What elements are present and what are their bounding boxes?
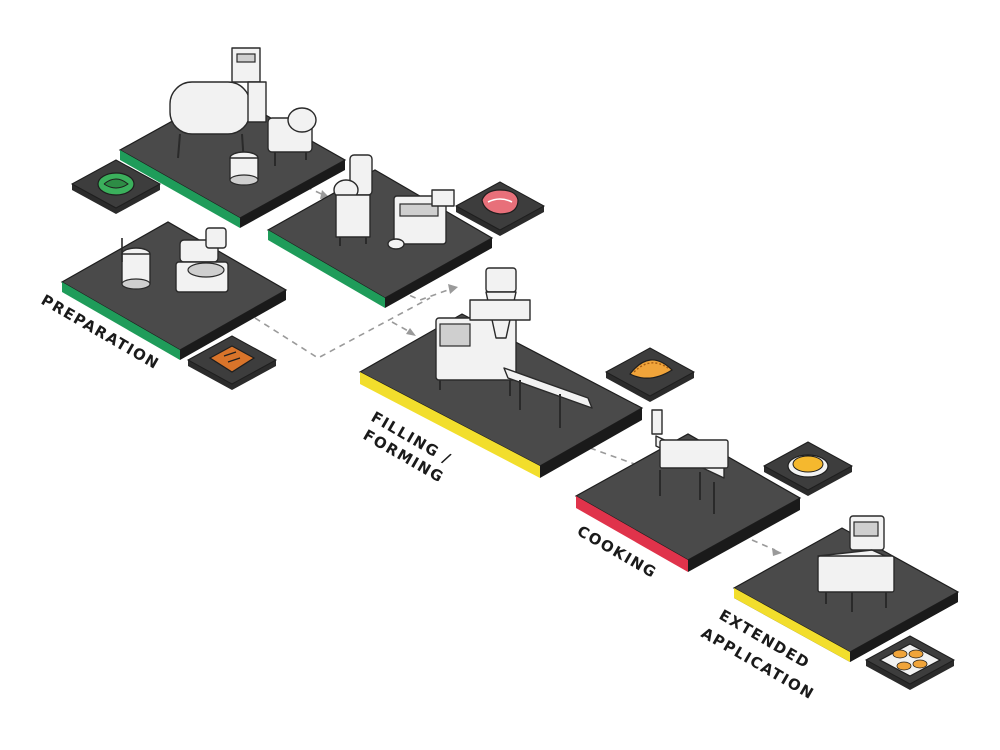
lettuce-icon bbox=[97, 172, 135, 196]
fryer-machine bbox=[651, 409, 729, 514]
pastry-tray-tile bbox=[864, 635, 956, 690]
empanada-tile bbox=[604, 347, 696, 402]
lettuce-tile bbox=[70, 159, 162, 214]
meat-mixer bbox=[387, 189, 455, 250]
platform-cooking bbox=[574, 409, 802, 572]
packaging-machine bbox=[817, 515, 895, 612]
flow-arrow-head bbox=[406, 328, 416, 336]
spiral-mixer bbox=[175, 227, 229, 293]
meat-tile bbox=[454, 181, 546, 236]
bowl-cutter bbox=[229, 151, 259, 186]
meat-grinder bbox=[333, 154, 373, 246]
platform-extended-application bbox=[732, 515, 960, 662]
platform-filling-forming bbox=[358, 267, 644, 478]
forming-machine bbox=[435, 267, 593, 428]
platform-meat-prep bbox=[266, 154, 494, 308]
vegetable-cutter bbox=[267, 107, 317, 166]
tumbler-machine bbox=[169, 47, 267, 165]
empanada-icon bbox=[629, 359, 673, 379]
cooked-pot-icon bbox=[787, 454, 829, 478]
flow-arrow-head bbox=[772, 548, 782, 556]
pastry-tray-icon bbox=[878, 643, 942, 677]
flour-sack-icon bbox=[208, 345, 256, 373]
flow-line-meat-to-filling-2 bbox=[391, 321, 411, 333]
flour-sifter bbox=[121, 238, 151, 290]
cooked-pot-tile bbox=[762, 441, 854, 496]
meat-icon bbox=[481, 189, 519, 215]
flow-line-filling-to-cooking bbox=[589, 447, 641, 467]
flour-tile bbox=[186, 335, 278, 390]
flow-line-cooking-to-extended bbox=[751, 539, 776, 551]
flow-arrow-head bbox=[448, 284, 458, 294]
platform-preparation bbox=[60, 221, 288, 360]
flow-line-prep-to-filling bbox=[254, 297, 431, 359]
platform-vegetable-prep bbox=[118, 47, 347, 228]
